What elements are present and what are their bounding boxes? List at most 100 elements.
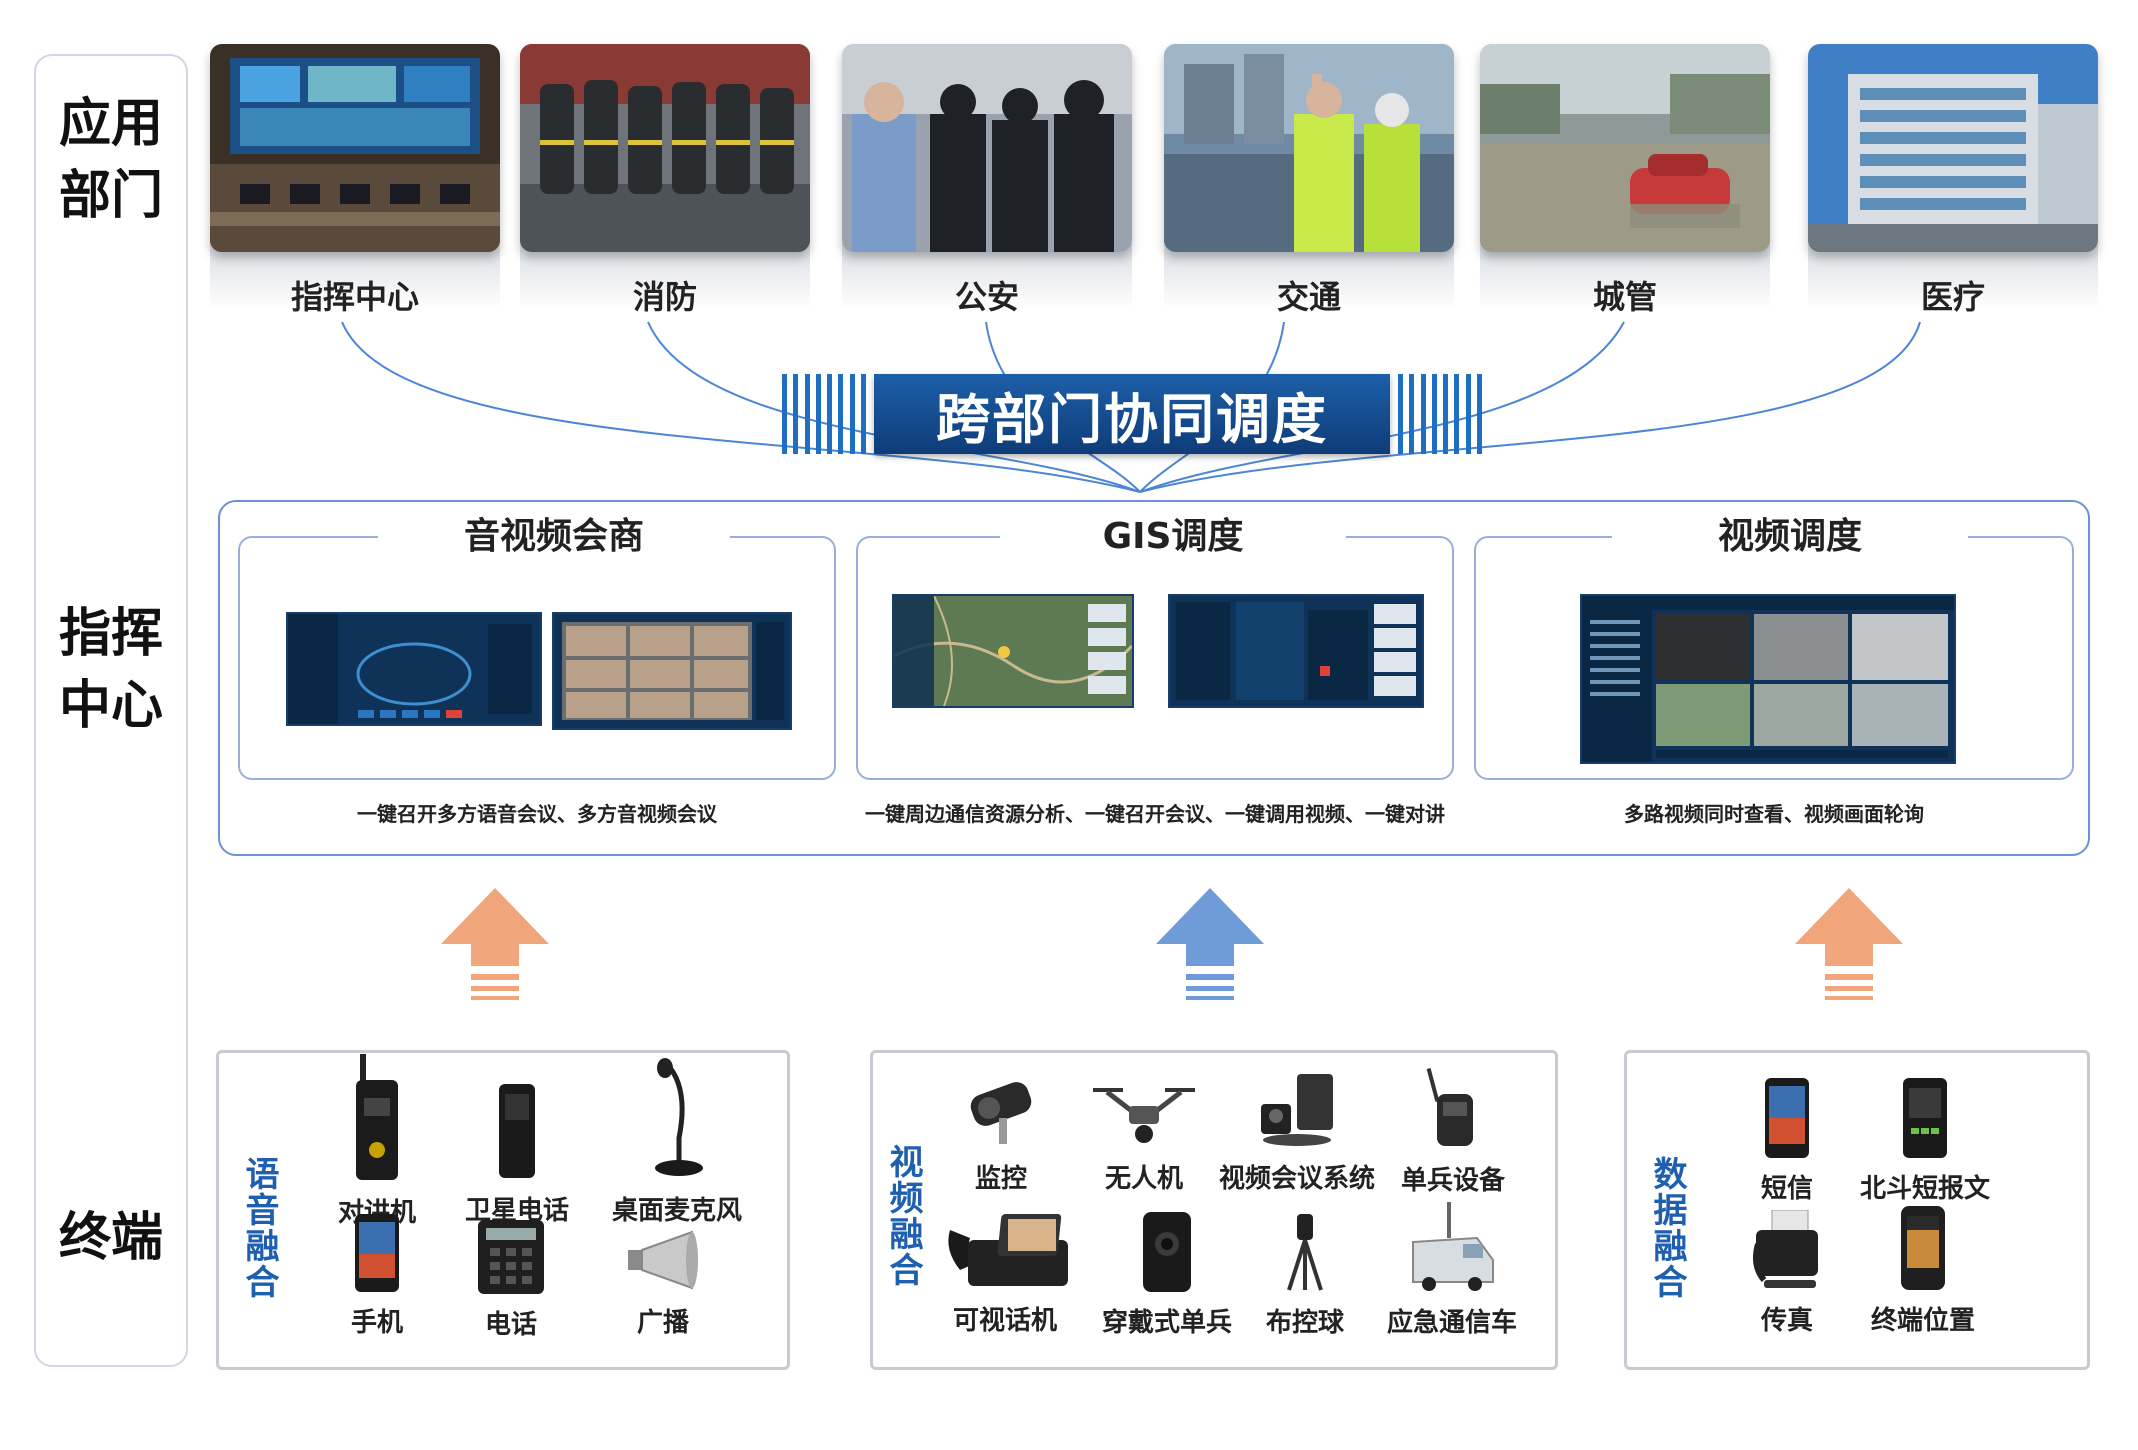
voice-fusion-group	[216, 1050, 790, 1370]
device-deployable-ball-camera: 布控球	[1250, 1214, 1360, 1339]
mobile-phone-icon	[355, 1214, 399, 1292]
banner-stripes-left	[782, 374, 866, 454]
emergency-vehicle-icon	[1412, 1202, 1494, 1291]
dept-name: 医疗	[1920, 278, 1985, 316]
device-label: 单兵设备	[1400, 1166, 1505, 1196]
device-desk-microphone: 桌面麦克风	[592, 1058, 762, 1227]
traffic-photo	[1164, 44, 1454, 252]
device-label: 视频会议系统	[1218, 1164, 1375, 1194]
device-label: 无人机	[1104, 1164, 1183, 1194]
backpack-radio-icon	[1426, 1068, 1473, 1146]
video-wall-screen	[1580, 594, 1956, 764]
device-label: 穿戴式单兵	[1101, 1308, 1232, 1338]
data-fusion-group	[1624, 1050, 2090, 1370]
banner-stripes-right	[1398, 374, 1482, 454]
dept-card-medical: 医疗	[1808, 44, 2098, 316]
device-label: 电话	[484, 1310, 537, 1340]
up-arrow-voice	[441, 888, 549, 1000]
urban-photo	[1480, 44, 1770, 252]
device-label: 应急通信车	[1386, 1308, 1517, 1338]
video-conference-screen	[552, 612, 792, 730]
rugged-phone-icon	[1901, 1206, 1945, 1290]
layer-label-apps: 应用 部门	[58, 94, 163, 226]
desk-phone-icon	[478, 1220, 544, 1294]
dept-name: 消防	[632, 278, 697, 316]
device-label: 短信	[1760, 1174, 1813, 1204]
panel-desc: 一键周边通信资源分析、一键召开会议、一键调用视频、一键对讲	[865, 802, 1445, 826]
smartphone-icon	[1765, 1078, 1809, 1158]
up-arrow-data	[1795, 888, 1903, 1000]
command-center-photo	[210, 44, 500, 252]
device-label: 传真	[1760, 1306, 1813, 1336]
panel-title: GIS调度	[1000, 512, 1346, 562]
device-beidou-message: 北斗短报文	[1850, 1078, 2000, 1205]
video-phone-icon	[948, 1214, 1068, 1286]
device-label: 手机	[350, 1308, 403, 1338]
dept-name: 公安	[954, 278, 1019, 316]
fire-photo	[520, 44, 810, 252]
gis-dispatch-screen	[1168, 594, 1424, 708]
device-walkie-talkie: 对讲机	[322, 1054, 432, 1229]
dept-card-police: 公安	[842, 44, 1132, 316]
layer-rail	[34, 54, 188, 1367]
drone-icon	[1093, 1088, 1195, 1143]
device-emergency-vehicle: 应急通信车	[1372, 1202, 1532, 1339]
up-arrow-video	[1156, 888, 1264, 1000]
dept-card-command-center: 指挥中心	[210, 44, 500, 316]
device-label: 终端位置	[1870, 1306, 1975, 1336]
device-wearable-soldier: 穿戴式单兵	[1092, 1212, 1242, 1339]
device-satellite-phone: 卫星电话	[452, 1084, 582, 1227]
device-label: 监控	[974, 1164, 1027, 1194]
loudspeaker-icon	[628, 1230, 698, 1290]
panel-desc: 多路视频同时查看、视频画面轮询	[1624, 802, 1924, 826]
dept-card-urban: 城管	[1480, 44, 1770, 316]
panel-title: 视频调度	[1612, 512, 1968, 562]
layer-label-command: 指挥 中心	[58, 604, 163, 736]
device-fax: 传真	[1732, 1209, 1842, 1337]
device-mobile-phone: 手机	[322, 1214, 432, 1339]
group-label-voice: 语音融合	[239, 1156, 279, 1300]
dept-name: 指挥中心	[290, 278, 419, 316]
device-label: 北斗短报文	[1859, 1174, 1990, 1204]
device-video-conference-system: 视频会议系统	[1212, 1074, 1382, 1195]
dept-name: 交通	[1276, 278, 1341, 316]
device-drone: 无人机	[1084, 1082, 1204, 1195]
device-label: 布控球	[1265, 1308, 1344, 1338]
device-broadcast: 广播	[608, 1228, 718, 1339]
panel-title: 音视频会商	[378, 512, 730, 562]
device-individual-soldier: 单兵设备	[1388, 1068, 1518, 1197]
dept-card-traffic: 交通	[1164, 44, 1454, 316]
command-center-frame	[218, 500, 2090, 856]
tripod-camera-icon	[1287, 1214, 1323, 1291]
beidou-terminal-icon	[1903, 1078, 1947, 1158]
desk-microphone-icon	[655, 1058, 703, 1176]
video-fusion-group	[870, 1050, 1558, 1370]
device-surveillance: 监控	[946, 1074, 1056, 1195]
layer-label-terminal: 终端	[58, 1208, 163, 1268]
device-label: 广播	[636, 1308, 689, 1338]
device-label: 桌面麦克风	[611, 1196, 742, 1226]
police-photo	[842, 44, 1132, 252]
group-label-video: 视频融合	[883, 1144, 923, 1288]
panel-desc: 一键召开多方语音会议、多方音视频会议	[357, 802, 717, 826]
device-terminal-location: 终端位置	[1858, 1206, 1988, 1337]
walkie-talkie-icon	[356, 1054, 398, 1180]
cross-dept-banner: 跨部门协同调度	[782, 374, 1482, 454]
gis-map-screen	[892, 594, 1134, 708]
cctv-camera-icon	[970, 1082, 1032, 1144]
group-label-data: 数据融合	[1647, 1156, 1687, 1300]
body-camera-icon	[1143, 1212, 1191, 1292]
device-video-phone: 可视话机	[930, 1210, 1080, 1337]
video-conference-icon	[1261, 1074, 1333, 1146]
banner-title: 跨部门协同调度	[874, 374, 1390, 454]
medical-photo	[1808, 44, 2098, 252]
device-label: 可视话机	[952, 1306, 1057, 1336]
device-sms: 短信	[1732, 1078, 1842, 1205]
dept-card-fire: 消防	[520, 44, 810, 316]
dept-name: 城管	[1592, 278, 1657, 316]
device-desk-phone: 电话	[456, 1220, 566, 1341]
fax-machine-icon	[1753, 1209, 1818, 1288]
satellite-phone-icon	[499, 1084, 535, 1178]
voice-conference-screen	[286, 612, 542, 726]
